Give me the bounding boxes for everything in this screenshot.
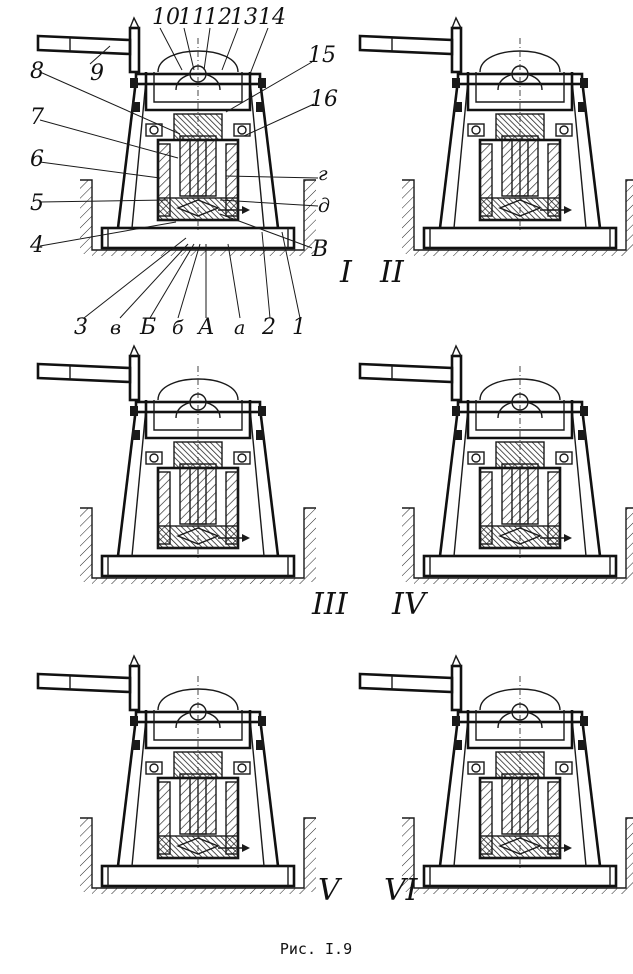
press-panel-1 [36, 16, 318, 258]
callout-14: 14 [258, 5, 286, 30]
callout-13: 13 [230, 5, 258, 30]
callout-8: 8 [30, 59, 44, 84]
panel-numerals: I II III IV V VI [311, 255, 429, 908]
panel-numeral-3: III [311, 587, 349, 622]
panel-numeral-4: IV [391, 587, 429, 622]
callout-A: А [196, 315, 215, 340]
callout-12: 12 [204, 5, 232, 30]
panel-numeral-5: V [318, 873, 343, 908]
callout-leaders [39, 27, 319, 319]
callout-3: 3 [74, 315, 88, 340]
press-panel-3 [36, 344, 318, 586]
callout-15: 15 [308, 43, 336, 68]
press-panel-2 [358, 16, 633, 258]
press-panel-5 [36, 654, 318, 896]
press-panel-4 [358, 344, 633, 586]
callout-B: Б [139, 315, 156, 340]
callout-d: д [318, 195, 330, 217]
panel-numeral-6: VI [384, 873, 419, 908]
callout-5: 5 [30, 191, 44, 216]
callout-1: 1 [292, 315, 306, 340]
figure-caption: Рис. I.9 [280, 940, 352, 958]
callout-V: В [311, 237, 328, 262]
callout-labels: 8 7 6 5 4 3 10 11 12 13 14 9 15 16 г д В… [29, 5, 338, 340]
callout-g: г [318, 163, 328, 185]
callout-11: 11 [178, 5, 206, 30]
callout-v: в [110, 317, 121, 339]
panel-numeral-2: II [379, 255, 405, 290]
callout-4: 4 [29, 233, 44, 258]
callout-b: б [172, 317, 184, 339]
callout-2: 2 [261, 315, 276, 340]
callout-6: 6 [30, 147, 44, 172]
callout-16: 16 [310, 87, 338, 112]
panel-numeral-1: I [339, 255, 353, 290]
callout-9: 9 [90, 61, 104, 86]
press-panel-6 [358, 654, 633, 896]
callout-a: а [234, 317, 245, 339]
callout-7: 7 [30, 105, 44, 130]
callout-10: 10 [152, 5, 180, 30]
